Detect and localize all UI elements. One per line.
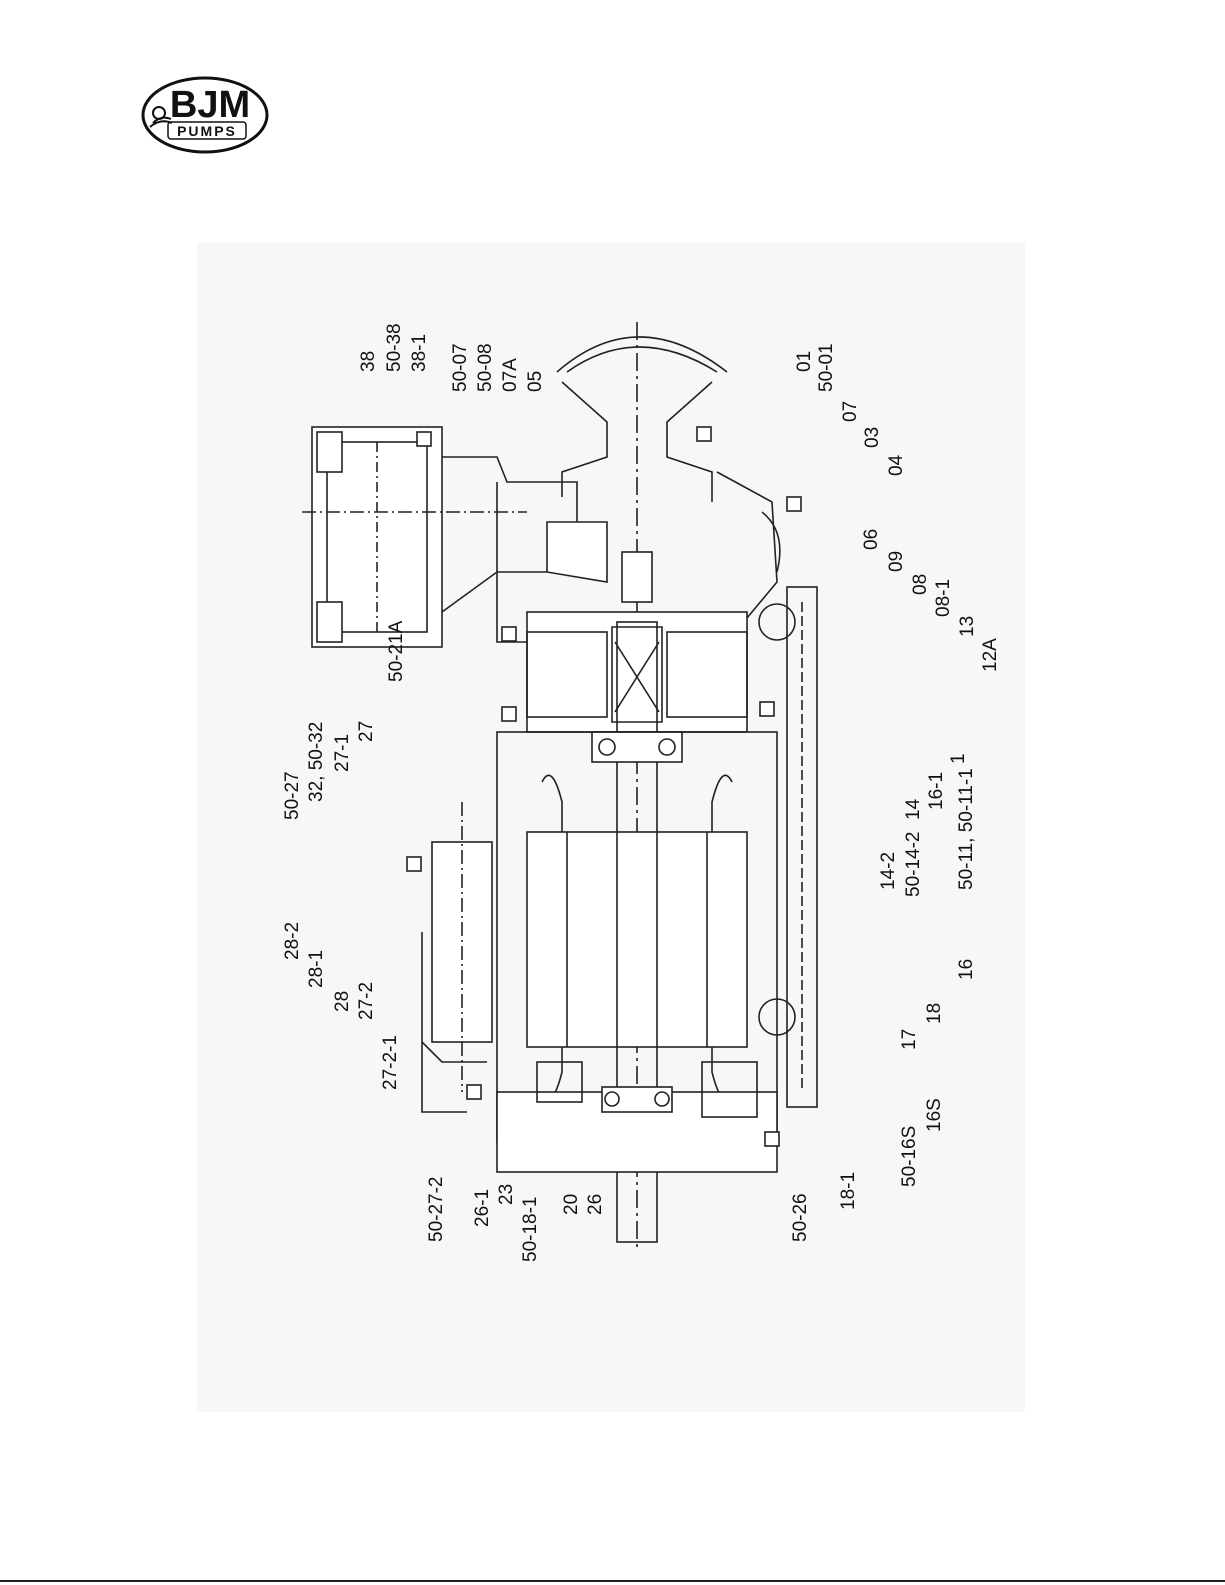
callout-50-08: 50-08 (476, 343, 496, 392)
callout-50-26: 50-26 (791, 1193, 811, 1242)
callout-05: 05 (526, 371, 546, 392)
bjm-pumps-logo: BJM PUMPS (140, 75, 270, 155)
callout-23: 23 (497, 1184, 517, 1205)
callout-07: 07 (841, 401, 861, 422)
callout-09: 09 (887, 551, 907, 572)
callout-16S: 16S (925, 1098, 945, 1132)
callout-28-2: 28-2 (283, 922, 303, 960)
callout-27-2: 27-2 (357, 982, 377, 1020)
callout-18: 18 (925, 1003, 945, 1024)
callout-38: 38 (359, 351, 379, 372)
callout-28-1: 28-1 (307, 950, 327, 988)
svg-text:BJM: BJM (170, 84, 250, 126)
callout-27: 27 (357, 721, 377, 742)
callout-14-2: 14-2 (879, 852, 899, 890)
callout-50-01: 50-01 (817, 343, 837, 392)
callout-50-27-2: 50-27-2 (427, 1177, 447, 1243)
callout-1: 1 (949, 753, 969, 764)
svg-text:PUMPS: PUMPS (177, 123, 237, 139)
footer-rule (0, 1580, 1225, 1582)
callout-32-50-32: 32, 50-32 (307, 722, 327, 802)
callout-50-14-2: 50-14-2 (904, 832, 924, 898)
callout-06: 06 (862, 529, 882, 550)
callout-50-27: 50-27 (283, 771, 303, 820)
pump-cross-section-panel: 38 50-38 38-1 50-07 50-08 07A 05 01 50-0… (197, 242, 1025, 1412)
callout-17: 17 (900, 1029, 920, 1050)
callout-38-1: 38-1 (410, 334, 430, 372)
callout-50-16S: 50-16S (900, 1126, 920, 1187)
callout-08-1: 08-1 (934, 579, 954, 617)
callout-labels: 38 50-38 38-1 50-07 50-08 07A 05 01 50-0… (197, 242, 1025, 1412)
callout-14: 14 (904, 799, 924, 820)
callout-20: 20 (562, 1194, 582, 1215)
callout-50-18-1: 50-18-1 (521, 1197, 541, 1263)
callout-12A: 12A (981, 638, 1001, 672)
callout-07A: 07A (501, 358, 521, 392)
callout-16-1: 16-1 (927, 772, 947, 810)
callout-50-38: 50-38 (385, 323, 405, 372)
callout-13: 13 (958, 616, 978, 637)
callout-03: 03 (863, 427, 883, 448)
callout-50-07: 50-07 (451, 343, 471, 392)
callout-50-11: 50-11, 50-11-1 (957, 768, 977, 890)
callout-50-21A: 50-21A (387, 621, 407, 682)
callout-26-1: 26-1 (473, 1189, 493, 1227)
callout-18-1: 18-1 (839, 1172, 859, 1210)
callout-28: 28 (333, 991, 353, 1012)
callout-26: 26 (586, 1194, 606, 1215)
callout-27-1: 27-1 (333, 734, 353, 772)
callout-01: 01 (795, 351, 815, 372)
callout-16: 16 (957, 959, 977, 980)
callout-08: 08 (911, 574, 931, 595)
callout-04: 04 (887, 455, 907, 476)
callout-27-2-1: 27-2-1 (381, 1035, 401, 1090)
